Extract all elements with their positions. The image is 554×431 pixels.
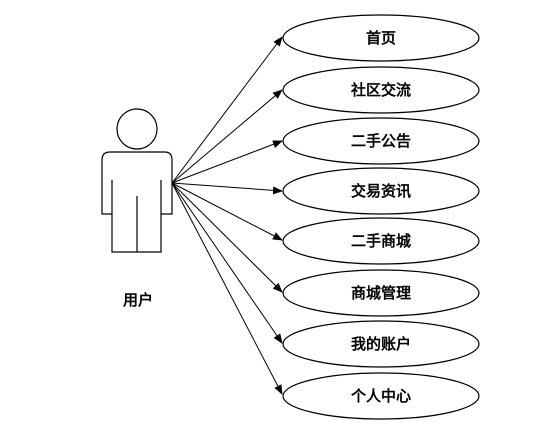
actor-head bbox=[116, 108, 158, 150]
association-7 bbox=[171, 182, 283, 395]
use-case-label: 二手公告 bbox=[351, 132, 411, 150]
use-case-label: 首页 bbox=[366, 29, 396, 47]
use-case-label: 商城管理 bbox=[351, 284, 411, 302]
use-case-0: 首页 bbox=[282, 14, 480, 62]
use-case-label: 社区交流 bbox=[350, 81, 411, 99]
association-1 bbox=[171, 89, 283, 184]
use-case-7: 个人中心 bbox=[282, 372, 480, 420]
actor: 用户 bbox=[101, 108, 173, 309]
use-case-ellipse bbox=[282, 269, 480, 317]
use-case-ellipse bbox=[282, 320, 480, 368]
use-case-ellipse bbox=[282, 217, 480, 265]
use-case-label: 二手商城 bbox=[351, 232, 411, 250]
associations bbox=[171, 36, 283, 395]
person-icon bbox=[101, 108, 173, 253]
use-case-ellipse bbox=[282, 117, 480, 165]
use-case-4: 二手商城 bbox=[282, 217, 480, 265]
use-case-ellipse bbox=[282, 14, 480, 62]
use-case-label: 我的账户 bbox=[351, 335, 411, 353]
use-case-3: 交易资讯 bbox=[282, 167, 480, 215]
use-case-6: 我的账户 bbox=[282, 320, 480, 368]
use-case-2: 二手公告 bbox=[282, 117, 480, 165]
association-0 bbox=[171, 36, 283, 184]
association-4 bbox=[171, 182, 283, 241]
use-case-ellipse bbox=[282, 66, 480, 114]
use-case-ellipse bbox=[282, 167, 480, 215]
use-case-label: 交易资讯 bbox=[351, 182, 411, 200]
use-cases: 首页 社区交流 二手公告 交易资讯 二手商城 商城管理 我的账户 个人中心 bbox=[282, 14, 480, 420]
use-case-1: 社区交流 bbox=[282, 66, 480, 114]
use-case-ellipse bbox=[282, 372, 480, 420]
association-5 bbox=[171, 182, 283, 293]
use-case-5: 商城管理 bbox=[282, 269, 480, 317]
actor-label: 用户 bbox=[123, 291, 153, 309]
association-3 bbox=[171, 182, 283, 195]
use-case-label: 个人中心 bbox=[350, 387, 411, 405]
association-2 bbox=[171, 140, 283, 184]
association-6 bbox=[171, 182, 283, 344]
